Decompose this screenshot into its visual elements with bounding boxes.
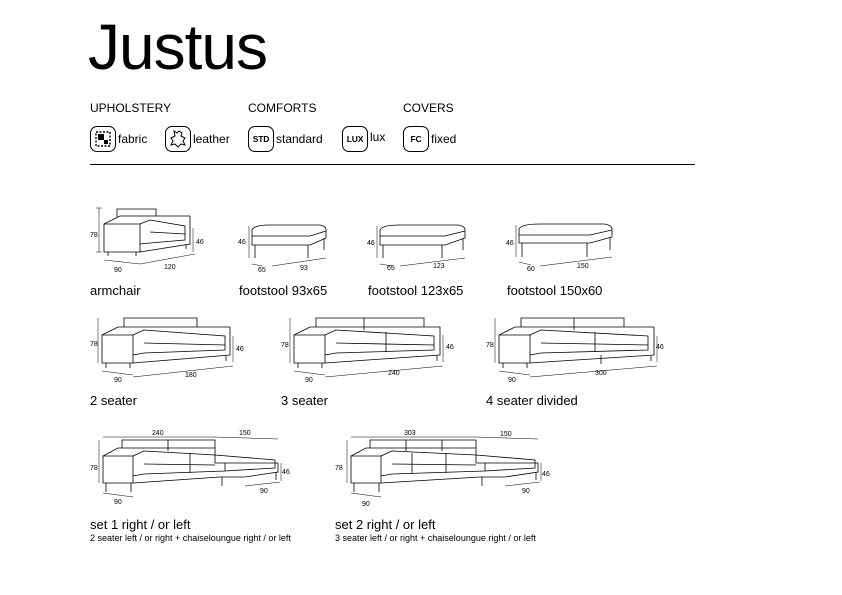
footstool-123-drawing [376, 224, 466, 267]
armchair-width: 120 [164, 264, 176, 271]
footstool-93-height: 46 [238, 239, 246, 246]
fc-code: FC [410, 134, 422, 144]
seater3-seat: 46 [446, 344, 454, 351]
footstool-150-drawing [515, 223, 613, 267]
heading-comforts: COMFORTS [248, 101, 317, 115]
armchair-caption: armchair [90, 283, 141, 298]
seater3-drawing [289, 317, 444, 378]
seater4-depth: 90 [508, 377, 516, 384]
footstool-123-height: 46 [367, 240, 375, 247]
armchair-height: 78 [90, 232, 98, 239]
armchair-drawing [96, 207, 196, 265]
heading-covers: COVERS [403, 101, 454, 115]
seater2-depth: 90 [114, 377, 122, 384]
footstool-123-width: 123 [433, 263, 445, 270]
leather-icon [165, 126, 191, 152]
seater4-height: 78 [486, 342, 494, 349]
footstool-93-width: 93 [300, 265, 308, 272]
divider [90, 164, 695, 165]
standard-label: standard [276, 132, 323, 146]
fixed-cover-icon: FC [403, 126, 429, 152]
set1-height: 78 [90, 465, 98, 472]
set1-depth: 90 [114, 499, 122, 506]
seater2-caption: 2 seater [90, 393, 137, 408]
footstool-93-drawing [248, 224, 327, 267]
set2-drawing [346, 436, 542, 498]
std-code: STD [252, 134, 270, 144]
footstool-150-depth: 60 [527, 266, 535, 273]
set2-chaise: 150 [500, 431, 512, 438]
heading-upholstery: UPHOLSTERY [90, 101, 172, 115]
footstool-123-caption: footstool 123x65 [368, 283, 464, 298]
leather-label: leather [193, 132, 230, 146]
seater2-drawing [97, 317, 234, 378]
fabric-icon [90, 126, 116, 152]
set2-width: 303 [404, 430, 416, 437]
armchair-seat: 46 [196, 239, 204, 246]
seater3-depth: 90 [305, 377, 313, 384]
seater3-height: 78 [281, 342, 289, 349]
footstool-150-width: 150 [577, 263, 589, 270]
set2-chaise-depth: 90 [522, 488, 530, 495]
footstool-93-caption: footstool 93x65 [239, 283, 328, 298]
lux-code: LUX [346, 134, 364, 144]
lux-comfort-icon: LUX [342, 126, 368, 152]
set1-seat: 46 [282, 469, 290, 476]
footstool-123-depth: 65 [387, 265, 395, 272]
set2-description: 3 seater left / or right + chaiseloungue… [335, 533, 536, 543]
seater2-height: 78 [90, 341, 98, 348]
fabric-label: fabric [118, 132, 148, 146]
set1-chaise: 150 [239, 430, 251, 437]
seater3-caption: 3 seater [281, 393, 328, 408]
seater3-width: 240 [388, 370, 400, 377]
seater4-caption: 4 seater divided [486, 393, 578, 408]
set1-drawing [98, 436, 282, 498]
armchair-depth: 90 [114, 267, 122, 274]
set2-depth: 90 [362, 501, 370, 508]
page-title: Justus [88, 11, 268, 83]
seater2-width: 180 [185, 372, 197, 379]
set2-seat: 46 [542, 471, 550, 478]
set1-chaise-depth: 90 [260, 488, 268, 495]
standard-comfort-icon: STD [248, 126, 274, 152]
footstool-93-depth: 65 [258, 267, 266, 274]
set1-caption: set 1 right / or left [90, 517, 191, 532]
seater4-width: 300 [595, 370, 607, 377]
fixed-label: fixed [431, 132, 457, 146]
set2-caption: set 2 right / or left [335, 517, 436, 532]
set1-width: 240 [152, 430, 164, 437]
seater4-drawing [494, 317, 658, 378]
seater2-seat: 46 [236, 346, 244, 353]
set1-description: 2 seater left / or right + chaiseloungue… [90, 533, 291, 543]
footstool-150-caption: footstool 150x60 [507, 283, 603, 298]
footstool-150-height: 46 [506, 240, 514, 247]
lux-label: lux [370, 130, 386, 144]
set2-height: 78 [335, 465, 343, 472]
seater4-seat: 46 [656, 344, 664, 351]
